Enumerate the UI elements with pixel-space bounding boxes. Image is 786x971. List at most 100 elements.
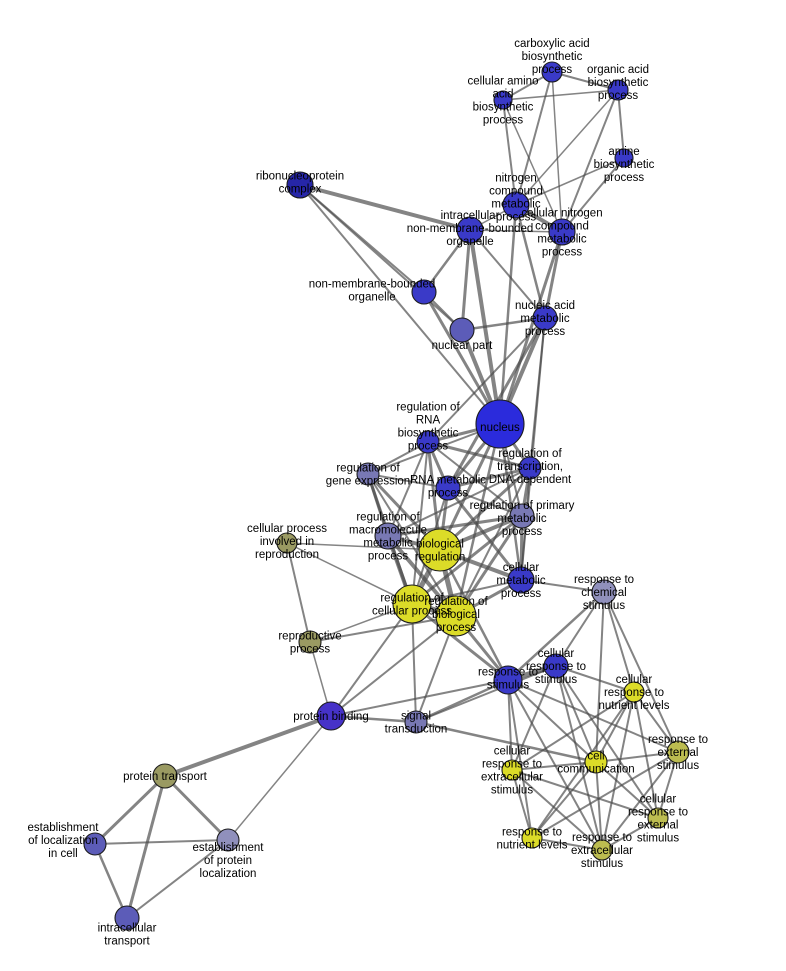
edge-cellrespstim-cellrespnut (555, 665, 635, 693)
node-repro[interactable]: reproductive process (298, 630, 322, 654)
node-regbio[interactable]: regulation of biological process (435, 595, 477, 637)
edge-org-cncm (561, 89, 619, 233)
edge-respchem-respstim (506, 590, 606, 682)
edge-regbio-repro (309, 615, 457, 643)
edge-prottrans-estprot (163, 774, 230, 842)
node-regmacro[interactable]: regulation of macromolecule metabolic pr… (374, 522, 402, 550)
node-cellrespextr[interactable]: cellular response to extracellular stimu… (501, 759, 523, 781)
edge-estprot-protbind (227, 715, 332, 841)
edge-respstim-cellrespextr (507, 679, 513, 771)
edge-respchem-cellrespstim (555, 591, 605, 667)
edge-cellrespextr-cellcomm (511, 761, 597, 771)
edge-cncm-nam (543, 230, 564, 320)
node-caa[interactable]: cellular amino acid biosynthetic process (493, 90, 513, 110)
edge-nam-npart (460, 316, 547, 332)
edge-reggene-rnametab (367, 473, 449, 489)
node-npart[interactable]: nuclear part (449, 317, 475, 343)
node-respstim[interactable]: response to stimulus (493, 665, 523, 695)
node-nam[interactable]: nucleic acid metabolic process (532, 305, 558, 331)
edge-amine-ncm (515, 157, 625, 206)
edge-nucleus-regbio (454, 422, 502, 618)
edge-regcell-respstim (410, 602, 510, 682)
node-nucleus[interactable]: nucleus (475, 399, 525, 449)
edge-respext-cellcomm (595, 751, 679, 763)
node-respext[interactable]: response to external stimulus (666, 740, 690, 764)
edge-prottrans-estloc (93, 774, 167, 846)
edges-layer (93, 71, 679, 920)
node-estloc[interactable]: establishment of localization in cell (83, 832, 107, 856)
node-cellrepro[interactable]: cellular process involved in reproductio… (276, 532, 298, 554)
node-regcell[interactable]: regulation of cellular process (392, 584, 432, 624)
node-regtrans[interactable]: regulation of transcription, DNA-depende… (518, 456, 542, 480)
edge-regcell-cellrepro (286, 542, 413, 605)
node-cncm[interactable]: cellular nitrogen compound metabolic pro… (548, 218, 576, 246)
node-cellcomm[interactable]: cell communication (584, 750, 608, 774)
node-estprot[interactable]: establishment of protein localization (216, 828, 240, 852)
node-rnp[interactable]: ribonucleoprotein complex (286, 171, 314, 199)
node-inmbo[interactable]: intracellular non-membrane-bounded organ… (456, 216, 484, 244)
edge-cellrespnut-cellcomm (595, 691, 635, 763)
node-respchem[interactable]: response to chemical stimulus (591, 579, 617, 605)
node-reggene[interactable]: regulation of gene expression (356, 462, 380, 486)
edge-cellcomm-cellrespext (595, 761, 659, 819)
edge-estprot-intratrans (126, 839, 229, 919)
edge-regrna-regprim (427, 441, 523, 517)
edge-bioreg-cellrepro (286, 542, 441, 551)
edge-regtrans-rnametab (446, 466, 532, 490)
node-nmbo[interactable]: non-membrane-bounded organelle (411, 279, 437, 305)
edge-protbind-prottrans (163, 714, 333, 778)
edge-reggene-regbio (367, 473, 457, 617)
node-rnametab[interactable]: RNA metabolic process (435, 475, 461, 501)
edge-regcell-protbind (330, 603, 413, 717)
node-prottrans[interactable]: protein transport (152, 763, 178, 789)
edge-respstim-cellcomm (507, 679, 597, 763)
edge-respstim-protbind (330, 679, 509, 717)
edge-inmbo-nam (469, 229, 546, 319)
node-cellrespext[interactable]: cellular response to external stimulus (647, 807, 669, 829)
edge-sigtrans-cellcomm (414, 720, 598, 764)
edge-nmbo-nucleus (422, 290, 502, 426)
node-ncm[interactable]: nitrogen compound metabolic process (502, 191, 530, 219)
node-cellrespnut[interactable]: cellular response to nutrient levels (623, 681, 645, 703)
edge-cellrespextr-cellrespext (511, 769, 659, 819)
edge-inmbo-npart (460, 228, 472, 332)
edge-cncm-nucleus (498, 230, 564, 426)
edge-regrna-regcell (411, 441, 429, 605)
edge-cellrespnut-respextr (601, 691, 635, 851)
edge-caa-ncm (502, 99, 517, 206)
edge-respchem-cellrespnut (603, 591, 635, 693)
node-org[interactable]: organic acid biosynthetic process (607, 79, 629, 101)
edge-cellrespstim-cellcomm (555, 665, 597, 763)
edge-org-amine (617, 89, 625, 159)
edge-respstim-sigtrans (414, 678, 510, 724)
edge-prottrans-intratrans (125, 774, 167, 920)
node-cellrespstim[interactable]: cellular response to stimulus (543, 653, 569, 679)
node-sigtrans[interactable]: signal transduction (404, 710, 428, 734)
node-regrna[interactable]: regulation of RNA biosynthetic process (416, 430, 440, 454)
node-respnut[interactable]: response to nutrient levels (521, 827, 543, 849)
edge-cellrespext-respextr (601, 817, 659, 851)
edge-rnametab-cellmetab (446, 486, 523, 582)
edge-caa-cncm (502, 99, 563, 233)
node-bioreg[interactable]: biological regulation (418, 528, 462, 572)
node-carb[interactable]: carboxylic acid biosynthetic process (541, 61, 563, 83)
edge-carb-ncm (515, 71, 553, 206)
edge-regrna-regtrans (426, 440, 532, 470)
node-respextr[interactable]: response to extracellular stimulus (591, 839, 613, 861)
node-regprim[interactable]: regulation of primary metabolic process (509, 503, 535, 529)
node-cellmetab[interactable]: cellular metabolic process (507, 566, 535, 594)
edge-amine-cncm (561, 157, 625, 233)
edge-cellrepro-repro (286, 542, 311, 643)
edge-regrna-regmacro (387, 441, 429, 537)
edge-regprim-regmacro (386, 514, 524, 538)
edge-ncm-nucleus (498, 203, 518, 426)
nodes-layer: carboxylic acid biosynthetic process orga… (83, 61, 690, 931)
edge-respstim-respnut (507, 679, 533, 839)
edge-estloc-estprot (94, 839, 229, 845)
edge-respchem-respext (603, 591, 679, 753)
edge-nam-regrna (427, 317, 546, 443)
node-intratrans[interactable]: intracellular transport (114, 905, 140, 931)
node-protbind[interactable]: protein binding (316, 701, 346, 731)
node-amine[interactable]: amine biosynthetic process (614, 148, 634, 168)
